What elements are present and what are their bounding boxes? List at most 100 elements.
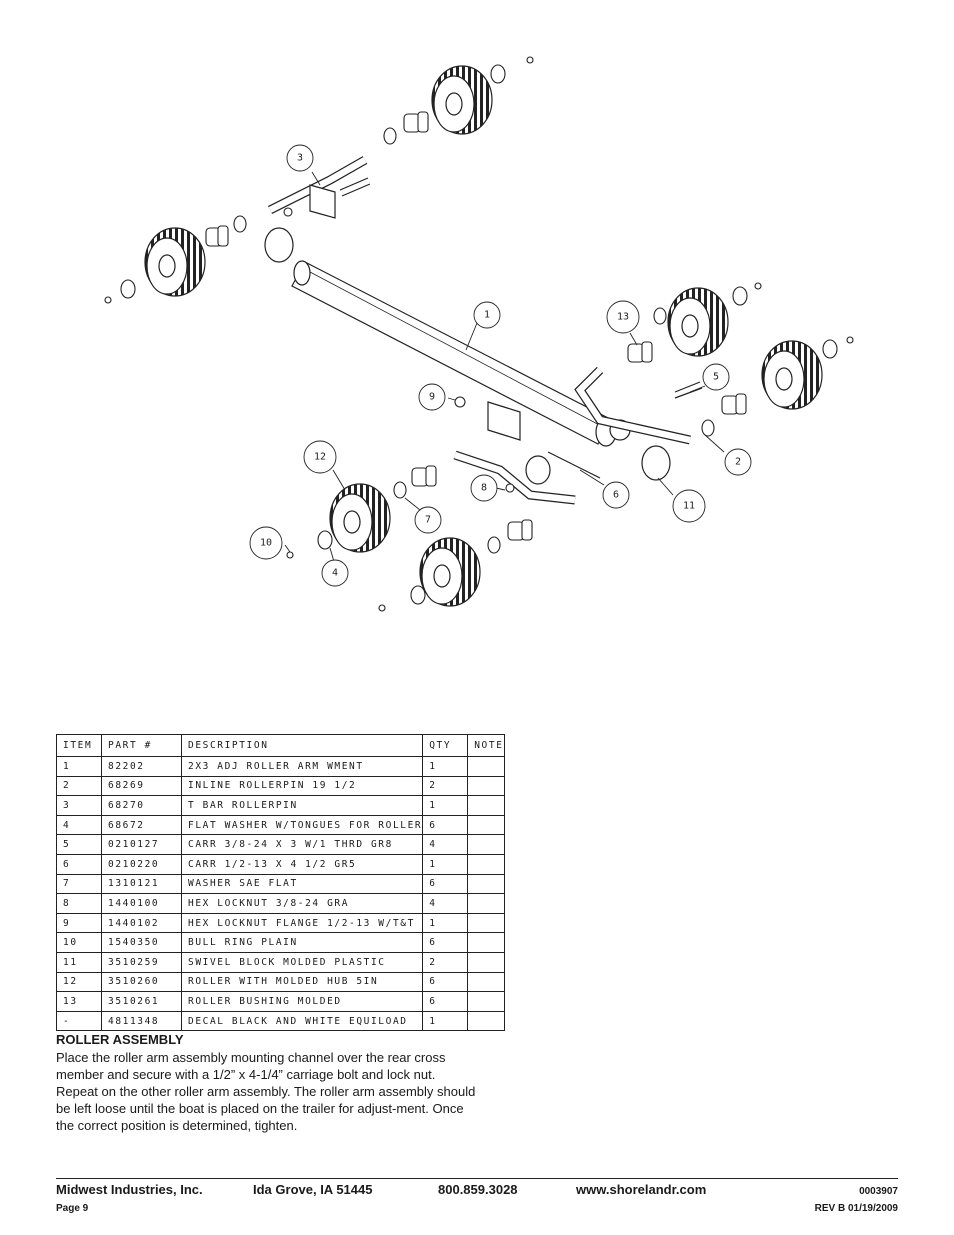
footer-location: Ida Grove, IA 51445 [253, 1182, 373, 1197]
footer-website: www.shorelandr.com [576, 1182, 707, 1197]
cell-item: - [56, 1010, 102, 1032]
cell-part-number: 68672 [101, 814, 182, 836]
cell-qty: 4 [422, 834, 469, 855]
cell-description: HEX LOCKNUT 3/8-24 GRA [180, 893, 424, 914]
callout-13: 13 [617, 312, 629, 323]
cell-part-number: 0210220 [101, 853, 182, 875]
cell-note [467, 795, 505, 816]
cell-note [467, 814, 505, 836]
callout-8: 8 [481, 483, 487, 494]
cell-item: 13 [56, 991, 102, 1012]
cell-description: HEX LOCKNUT FLANGE 1/2-13 W/T&T [180, 912, 424, 934]
cell-description: DECAL BLACK AND WHITE EQUILOAD [180, 1010, 424, 1032]
cell-note [467, 834, 505, 855]
cell-note [467, 853, 505, 875]
cell-qty: 4 [422, 893, 469, 914]
cell-part-number: 1540350 [101, 932, 182, 953]
cell-item: 12 [56, 971, 102, 993]
header-description: DESCRIPTION [180, 734, 424, 757]
cell-part-number: 3510260 [101, 971, 182, 993]
footer-doc-number: 0003907 [859, 1186, 898, 1197]
cell-qty: 2 [422, 775, 469, 797]
cell-item: 7 [56, 873, 102, 895]
cell-item: 3 [56, 795, 102, 816]
callout-7: 7 [425, 515, 431, 526]
cell-part-number: 68269 [101, 775, 182, 797]
cell-note [467, 932, 505, 953]
callout-4: 4 [332, 568, 338, 579]
cell-description: FLAT WASHER W/TONGUES FOR ROLLER [180, 814, 424, 836]
cell-qty: 6 [422, 873, 469, 895]
footer-company: Midwest Industries, Inc. [56, 1182, 203, 1197]
header-part-number: PART # [101, 734, 182, 757]
cell-item: 2 [56, 775, 102, 797]
cell-note [467, 971, 505, 993]
callout-12: 12 [314, 452, 326, 463]
callout-11: 11 [683, 501, 695, 512]
cell-item: 5 [56, 834, 102, 855]
cell-qty: 1 [422, 912, 469, 934]
cell-part-number: 68270 [101, 795, 182, 816]
cell-description: WASHER SAE FLAT [180, 873, 424, 895]
cell-note [467, 756, 505, 777]
cell-part-number: 1440100 [101, 893, 182, 914]
callout-1: 1 [484, 310, 490, 321]
cell-qty: 1 [422, 1010, 469, 1032]
cell-note [467, 1010, 505, 1032]
cell-part-number: 3510261 [101, 991, 182, 1012]
cell-qty: 6 [422, 932, 469, 953]
cell-part-number: 3510259 [101, 951, 182, 973]
cell-part-number: 1440102 [101, 912, 182, 934]
footer-phone: 800.859.3028 [438, 1182, 518, 1197]
cell-description: INLINE ROLLERPIN 19 1/2 [180, 775, 424, 797]
cell-item: 9 [56, 912, 102, 934]
cell-part-number: 4811348 [101, 1010, 182, 1032]
cell-qty: 6 [422, 971, 469, 993]
cell-description: BULL RING PLAIN [180, 932, 424, 953]
cell-description: 2X3 ADJ ROLLER ARM WMENT [180, 756, 424, 777]
callout-9: 9 [429, 392, 435, 403]
roller-assembly-section: ROLLER ASSEMBLY Place the roller arm ass… [56, 1032, 476, 1134]
exploded-assembly-diagram: 1 2 3 4 5 6 7 8 9 10 11 12 13 [104, 56, 854, 612]
cell-description: CARR 1/2-13 X 4 1/2 GR5 [180, 853, 424, 875]
cell-description: ROLLER WITH MOLDED HUB 5IN [180, 971, 424, 993]
section-body: Place the roller arm assembly mounting c… [56, 1050, 476, 1133]
header-item: ITEM [56, 734, 102, 757]
cell-description: CARR 3/8-24 X 3 W/1 THRD GR8 [180, 834, 424, 855]
cell-note [467, 873, 505, 895]
cell-part-number: 82202 [101, 756, 182, 777]
cell-qty: 6 [422, 814, 469, 836]
cell-qty: 2 [422, 951, 469, 973]
cell-note [467, 775, 505, 797]
section-heading: ROLLER ASSEMBLY [56, 1032, 184, 1047]
cell-note [467, 912, 505, 934]
cell-qty: 1 [422, 853, 469, 875]
footer-rule [56, 1178, 898, 1179]
cell-item: 10 [56, 932, 102, 953]
cell-note [467, 991, 505, 1012]
parts-table-header: ITEM PART # DESCRIPTION QTY NOTE [56, 734, 505, 757]
header-qty: QTY [422, 734, 469, 757]
cell-qty: 1 [422, 756, 469, 777]
callout-6: 6 [613, 490, 619, 501]
cell-part-number: 1310121 [101, 873, 182, 895]
cell-item: 4 [56, 814, 102, 836]
header-note: NOTE [467, 734, 505, 757]
cell-description: SWIVEL BLOCK MOLDED PLASTIC [180, 951, 424, 973]
cell-item: 6 [56, 853, 102, 875]
cell-note [467, 893, 505, 914]
